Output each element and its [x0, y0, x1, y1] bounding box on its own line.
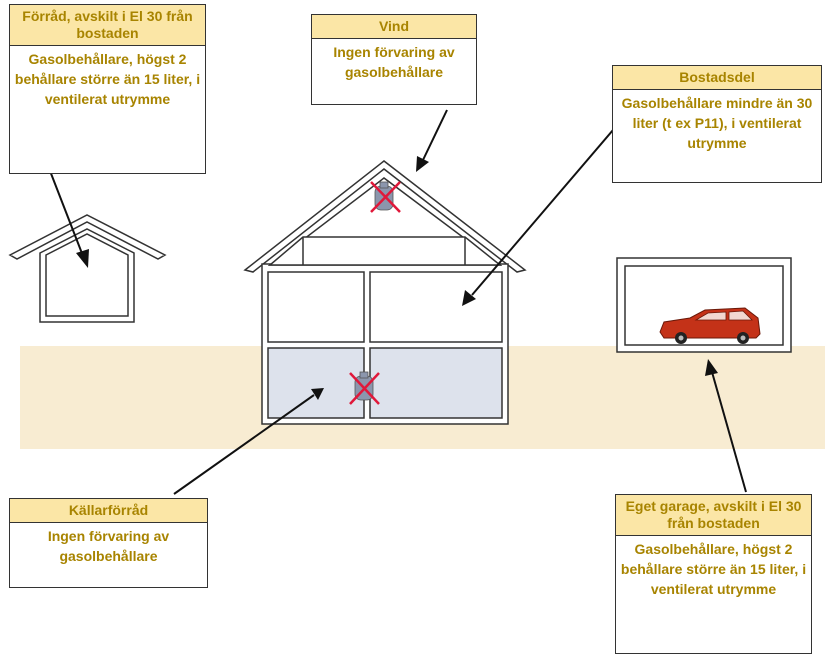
label-box-forrad: Förråd, avskilt i El 30 från bostaden Ga… [9, 4, 206, 174]
label-title-bostadsdel: Bostadsdel [613, 66, 821, 90]
house [243, 160, 527, 425]
label-box-bostadsdel: Bostadsdel Gasolbehållare mindre än 30 l… [612, 65, 822, 183]
label-box-vind: Vind Ingen förvaring av gasolbehållare [311, 14, 477, 105]
arrow-garage [705, 359, 747, 493]
label-title-vind: Vind [312, 15, 476, 39]
shed [8, 214, 167, 323]
label-text-garage: Gasolbehållare, högst 2 behållare större… [620, 541, 807, 597]
label-title-garage: Eget garage, avskilt i El 30 från bostad… [616, 495, 811, 536]
arrow-bostadsdel [462, 122, 620, 306]
label-title-kallarforrad: Källarförråd [10, 499, 207, 523]
forbidden-gas-cylinder-basement-icon [349, 371, 380, 405]
label-text-vind: Ingen förvaring av gasolbehållare [333, 44, 455, 80]
label-text-bostadsdel: Gasolbehållare mindre än 30 liter (t ex … [621, 95, 813, 151]
label-box-kallarforrad: Källarförråd Ingen förvaring av gasolbeh… [9, 498, 208, 588]
car-icon [659, 307, 761, 344]
label-text-kallarforrad: Ingen förvaring av gasolbehållare [47, 528, 170, 564]
arrow-kallarforrad [173, 388, 324, 495]
label-title-forrad: Förråd, avskilt i El 30 från bostaden [10, 5, 205, 46]
forbidden-gas-cylinder-attic-icon [370, 181, 401, 213]
arrow-forrad [44, 157, 89, 268]
label-box-garage: Eget garage, avskilt i El 30 från bostad… [615, 494, 812, 654]
label-text-forrad: Gasolbehållare, högst 2 behållare större… [14, 51, 201, 107]
arrow-vind [416, 109, 448, 172]
